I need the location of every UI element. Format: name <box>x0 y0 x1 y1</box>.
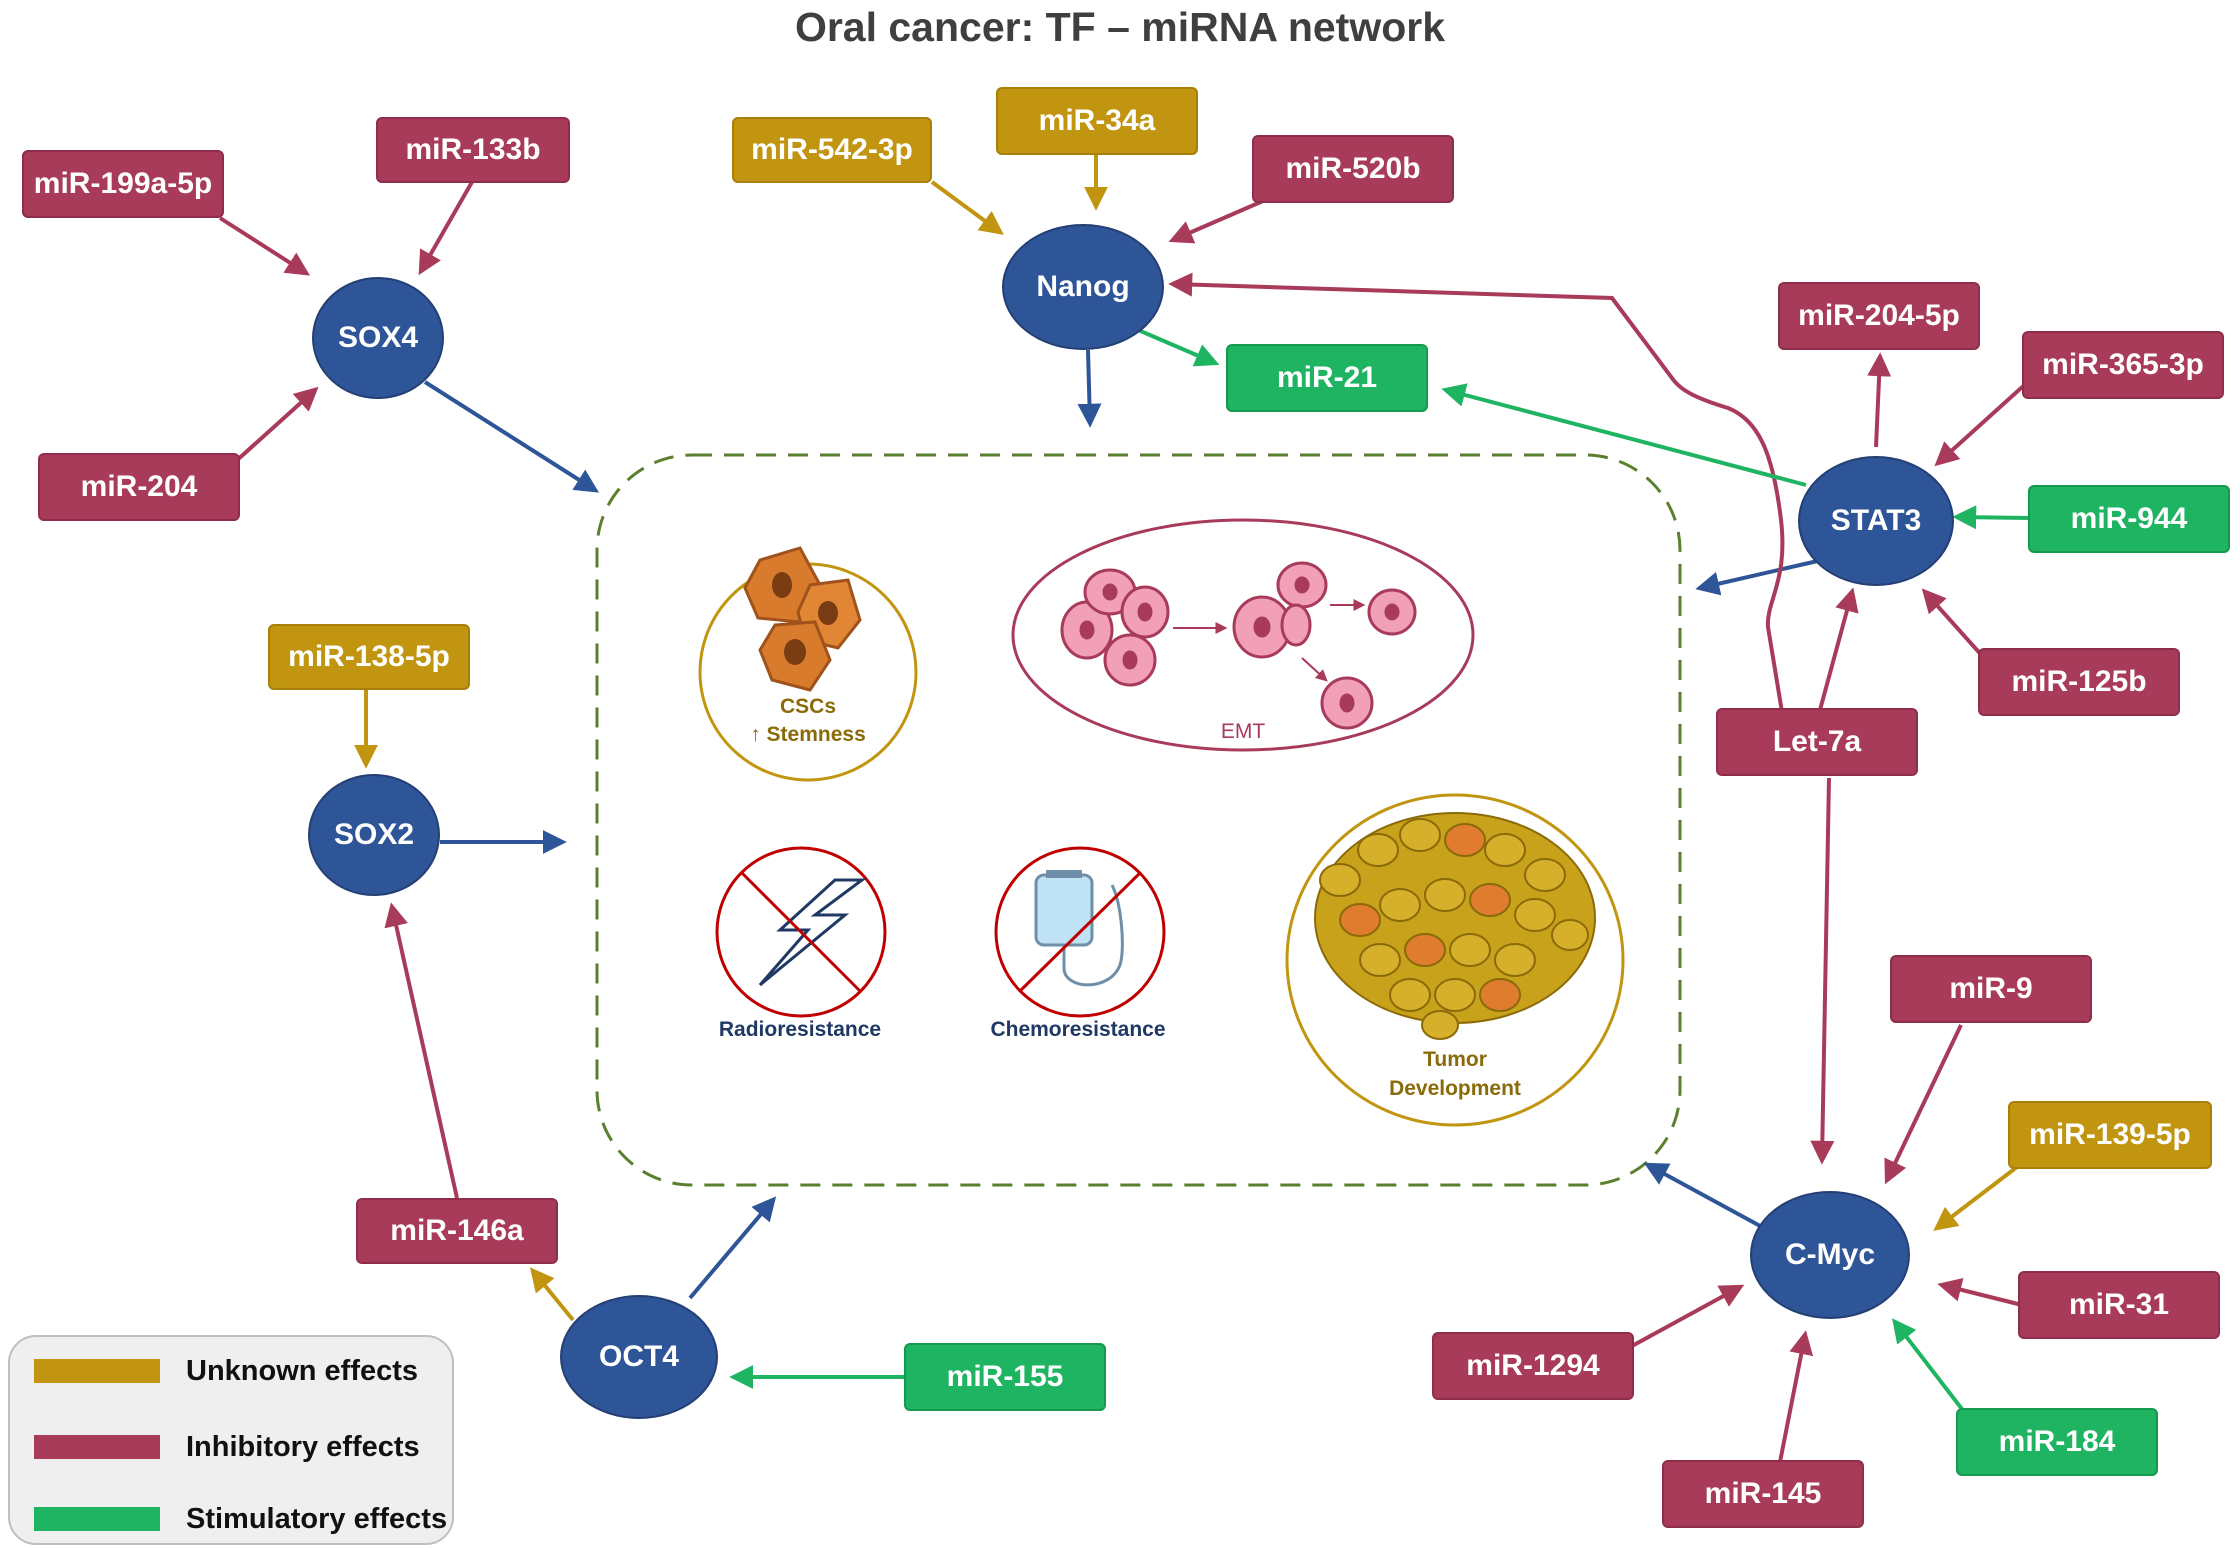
tf-nanog[interactable]: Nanog <box>1002 224 1164 350</box>
legend-label-stimulatory: Stimulatory effects <box>186 1502 448 1535</box>
tumor-circle <box>1285 793 1625 1127</box>
mirna-mir-21[interactable]: miR-21 <box>1226 344 1428 412</box>
phenotype-container <box>595 453 1682 1187</box>
edge-mir365-stat3 <box>1934 378 2032 467</box>
edge-mir199a-sox4 <box>218 216 311 276</box>
edge-mir139-cmyc <box>1933 1165 2019 1231</box>
label-cscs: CSCs <box>779 695 837 718</box>
tf-sox2[interactable]: SOX2 <box>308 774 440 896</box>
tf-stat3[interactable]: STAT3 <box>1798 456 1954 586</box>
edge-oct4-container <box>688 1196 777 1300</box>
mirna-mir-31[interactable]: miR-31 <box>2018 1271 2220 1339</box>
tumor-tissue-icon <box>1314 812 1596 1040</box>
no-radiation-icon <box>715 846 887 1018</box>
mirna-mir-133b[interactable]: miR-133b <box>376 117 570 183</box>
mirna-mir-125b[interactable]: miR-125b <box>1978 648 2180 716</box>
legend-swatch-unknown <box>34 1359 160 1383</box>
edge-mir145-cmyc <box>1778 1330 1814 1463</box>
tf-sox4[interactable]: SOX4 <box>312 277 444 399</box>
legend-label-inhibitory: Inhibitory effects <box>186 1430 420 1463</box>
legend-row-unknown: Unknown effects <box>34 1354 419 1387</box>
label-tumor: Tumor <box>1423 1048 1487 1071</box>
edge-nanog-mir21 <box>1135 327 1220 367</box>
mirna-mir-184[interactable]: miR-184 <box>1956 1408 2158 1476</box>
edge-cmyc-container <box>1643 1162 1763 1229</box>
emt-arrow-3 <box>1301 657 1328 682</box>
mirna-mir-204-5p[interactable]: miR-204-5p <box>1778 282 1980 350</box>
label-development: Development <box>1389 1077 1521 1100</box>
mirna-mir-199a-5p[interactable]: miR-199a-5p <box>22 150 224 218</box>
edge-mir133b-sox4 <box>418 181 474 276</box>
tf-cmyc[interactable]: C-Myc <box>1750 1191 1910 1319</box>
label-radioresistance: Radioresistance <box>718 1018 882 1041</box>
edge-let7a-cmyc <box>1810 777 1835 1165</box>
tf-oct4[interactable]: OCT4 <box>560 1295 718 1419</box>
mirna-mir-34a[interactable]: miR-34a <box>996 87 1198 155</box>
mirna-mir-139-5p[interactable]: miR-139-5p <box>2008 1101 2212 1169</box>
edge-oct4-mir146a <box>529 1267 575 1322</box>
edge-mir146a-sox2 <box>384 902 459 1199</box>
mirna-mir-520b[interactable]: miR-520b <box>1252 135 1454 203</box>
edge-mir31-cmyc <box>1937 1278 2023 1307</box>
edge-sox4-container <box>423 380 600 493</box>
edge-mir542-nanog <box>930 180 1004 235</box>
mirna-mir-944[interactable]: miR-944 <box>2028 485 2230 553</box>
no-chemotherapy-icon <box>994 846 1166 1018</box>
edge-stat3-mir21 <box>1441 383 1807 487</box>
mirna-mir-146a[interactable]: miR-146a <box>356 1198 558 1264</box>
edge-mir125b-stat3 <box>1921 588 1987 661</box>
edge-nanog-container <box>1077 349 1102 428</box>
label-chemoresistance: Chemoresistance <box>990 1018 1166 1041</box>
legend-row-inhibitory: Inhibitory effects <box>34 1430 420 1463</box>
diagram-title: Oral cancer: TF – miRNA network <box>794 4 1446 50</box>
emt-cells-icon <box>1060 561 1417 730</box>
label-emt: EMT <box>1220 720 1266 743</box>
edge-mir184-cmyc <box>1892 1318 1967 1415</box>
legend-row-stimulatory: Stimulatory effects <box>34 1502 448 1535</box>
legend: Unknown effects Inhibitory effects Stimu… <box>8 1335 454 1545</box>
mirna-mir-145[interactable]: miR-145 <box>1662 1460 1864 1528</box>
edge-mir944-stat3 <box>1952 505 2031 530</box>
edge-let7a-nanog <box>1168 272 1785 713</box>
legend-swatch-stimulatory <box>34 1507 160 1531</box>
mirna-mir-1294[interactable]: miR-1294 <box>1432 1332 1634 1400</box>
mirna-mir-204[interactable]: miR-204 <box>38 453 240 521</box>
mirna-mir-155[interactable]: miR-155 <box>904 1343 1106 1411</box>
edge-mir204-sox4 <box>233 386 319 464</box>
edge-let7a-stat3 <box>1818 587 1859 711</box>
mirna-mir-138-5p[interactable]: miR-138-5p <box>268 624 470 690</box>
edge-mir9-cmyc <box>1884 1024 1963 1185</box>
legend-swatch-inhibitory <box>34 1435 160 1459</box>
edge-mir1294-cmyc <box>1631 1284 1745 1348</box>
stem-cell-cluster-icon <box>743 546 862 692</box>
emt-ellipse <box>1011 518 1475 752</box>
mirna-mir-542-3p[interactable]: miR-542-3p <box>732 117 932 183</box>
edge-stat3-container <box>1695 558 1823 596</box>
edge-mir204-5p-stat3 <box>1867 352 1892 448</box>
mirna-mir-365-3p[interactable]: miR-365-3p <box>2022 331 2224 399</box>
label-stemness: ↑ Stemness <box>750 723 866 746</box>
mirna-let-7a[interactable]: Let-7a <box>1716 708 1918 776</box>
edge-mir520b-nanog <box>1168 199 1264 244</box>
mirna-mir-9[interactable]: miR-9 <box>1890 955 2092 1023</box>
legend-label-unknown: Unknown effects <box>186 1354 419 1387</box>
